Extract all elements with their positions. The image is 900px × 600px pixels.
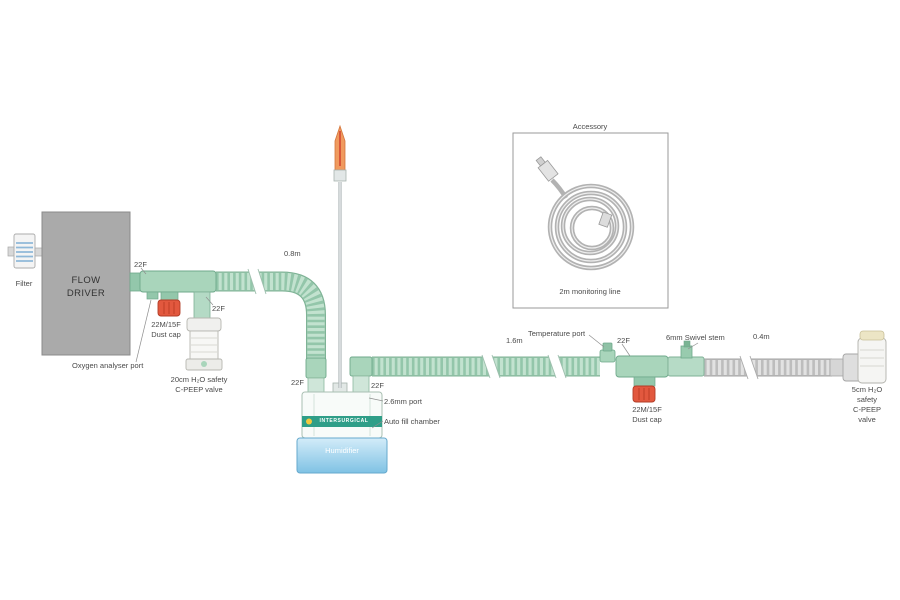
tube-0-4m-label: 0.4m	[753, 332, 770, 341]
dust-cap-1-label: 22M/15F Dust cap	[151, 320, 181, 340]
c-peep-valve-20cm	[185, 317, 223, 371]
tube-break-icon	[248, 269, 266, 294]
leader-lines	[135, 267, 699, 429]
dust-cap-2-label: 22M/15F Dust cap	[632, 405, 662, 425]
line-end-fitting-icon	[598, 211, 613, 228]
luer-connector-icon	[535, 156, 559, 182]
tube-break-icon	[548, 355, 566, 378]
oxygen-analyser-port-icon	[146, 291, 159, 300]
elbow-connector	[829, 353, 862, 382]
tube-break-icon	[482, 355, 500, 378]
conn-22f-label-4: 22F	[371, 381, 384, 390]
tube-0-4m	[704, 355, 832, 380]
dust-cap-1	[157, 299, 181, 317]
flow-driver-box	[41, 211, 131, 356]
brand-label: INTERSURGICAL	[319, 418, 369, 424]
conn-22f-label-3: 22F	[291, 378, 304, 387]
patient-manifold	[129, 270, 217, 319]
monitoring-line-coil	[535, 156, 635, 271]
tube-0-8m-label: 0.8m	[284, 249, 301, 258]
conn-22f-label-2: 22F	[212, 304, 225, 313]
brand-band	[302, 416, 382, 427]
accessory-label: Accessory	[572, 122, 608, 131]
conn-22f-label-5: 22F	[617, 336, 630, 345]
flow-driver-label: FLOW DRIVER	[66, 275, 106, 299]
swivel-stem-label: 6mm Swivel stem	[666, 333, 725, 342]
humidifier-label: Humidifier	[325, 446, 359, 455]
dust-cap-2	[632, 385, 656, 403]
filter-label: Filter	[15, 279, 33, 288]
conn-22f-label-1: 22F	[134, 260, 147, 269]
humidifier	[296, 356, 388, 474]
c-peep-valve-5cm	[857, 330, 887, 384]
tube-1-6m	[372, 354, 600, 379]
monitoring-line-label: 2m monitoring line	[559, 287, 621, 296]
auto-fill-chamber-label: Auto fill chamber	[384, 417, 440, 426]
c-peep-5cm-label: 5cm H₂O safety C-PEEP valve	[851, 385, 883, 425]
temperature-probe	[333, 124, 347, 388]
temperature-port-label: Temperature port	[528, 329, 586, 338]
swivel-connector	[667, 340, 705, 377]
tube-break-icon	[740, 356, 758, 379]
tube-1-6m-label: 1.6m	[506, 336, 523, 345]
tube-0-8m	[216, 268, 326, 362]
oxygen-analyser-port-label: Oxygen analyser port	[72, 361, 144, 370]
port-2-6mm-label: 2.6mm port	[384, 397, 422, 406]
humidifier-base	[296, 437, 388, 474]
inlet-port-icon	[305, 357, 327, 379]
temperature-port	[599, 342, 616, 363]
t-connector	[615, 355, 669, 387]
filter-unit	[7, 233, 44, 269]
c-peep-20cm-label: 20cm H₂O safety C-PEEP valve	[170, 375, 228, 395]
accessory-box	[512, 132, 669, 309]
brand-logo-icon	[306, 418, 312, 425]
outlet-port-icon	[349, 356, 373, 377]
